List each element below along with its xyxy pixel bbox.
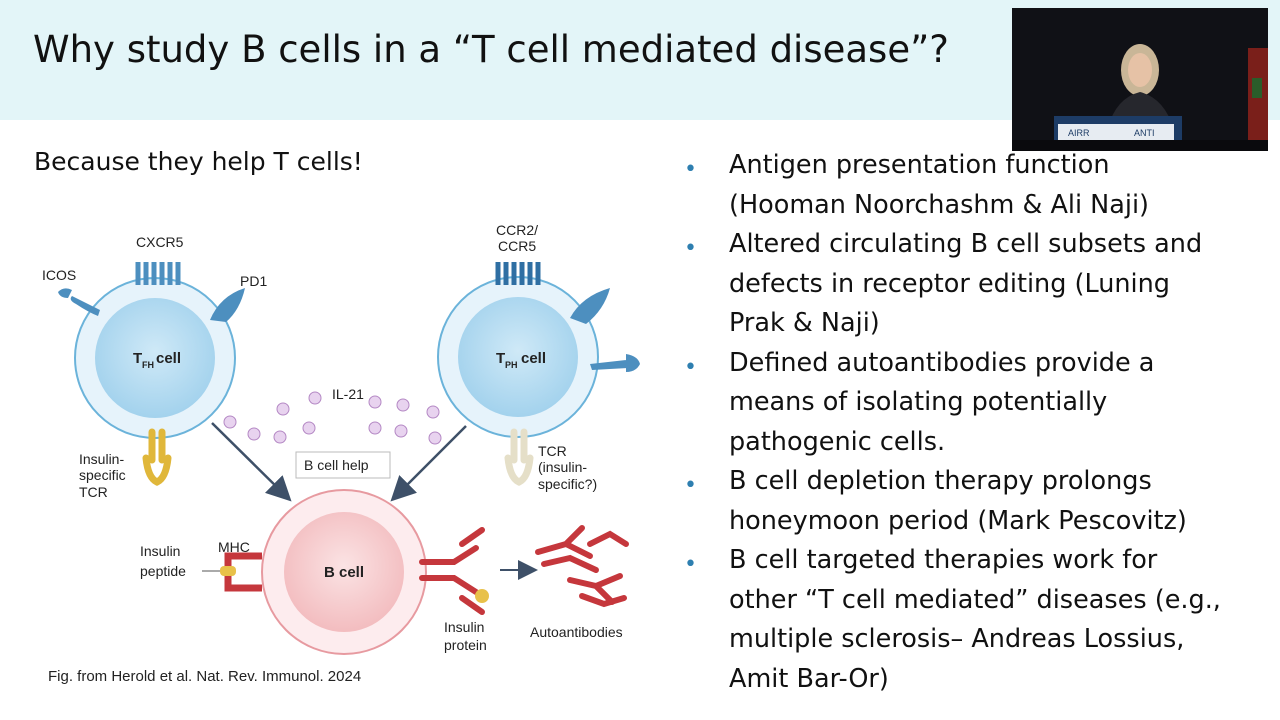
ccr2-ccr5-receptor-icon	[495, 262, 541, 285]
b-cell-help-box	[295, 451, 391, 479]
il21-cytokines	[223, 391, 442, 445]
b-cell: B cell	[261, 489, 427, 655]
tcr-label-3: specific?)	[538, 476, 597, 492]
slide-subtitle: Because they help T cells!	[34, 147, 363, 176]
figure-caption: Fig. from Herold et al. Nat. Rev. Immuno…	[48, 668, 362, 685]
tcr-label-1: TCR	[538, 443, 567, 459]
speaker-video[interactable]: AIRR ANTI	[1012, 8, 1268, 151]
bullet-line: defects in receptor editing (Luning	[729, 268, 1170, 299]
cxcr5-receptor-icon	[135, 262, 181, 285]
insulin-peptide-icon	[220, 566, 236, 576]
cxcr5-label: CXCR5	[136, 234, 184, 250]
insulin-protein-label-1: Insulin	[444, 619, 484, 635]
tfh-cell: T FH cell	[74, 277, 236, 439]
bullet-line: other “T cell mediated” diseases (e.g.,	[729, 584, 1221, 615]
pd1-tph-receptor-icon	[570, 288, 610, 324]
pd1-label: PD1	[240, 273, 267, 289]
ccr2-label-1: CCR2/	[496, 222, 538, 238]
bullet-line: Prak & Naji)	[729, 308, 880, 338]
bullet-line: honeymoon period (Mark Pescovitz)	[729, 505, 1187, 536]
bullet-line: B cell depletion therapy prolongs	[729, 466, 1152, 496]
bullet-dot-icon: •	[684, 236, 697, 261]
insulin-tcr-icon	[142, 428, 172, 486]
bullet-line: B cell targeted therapies work for	[729, 545, 1158, 575]
bullet-line: (Hooman Noorchashm & Ali Naji)	[729, 189, 1149, 220]
bullet-item: • Defined autoantibodies provide a means o…	[680, 344, 1280, 463]
bullet-dot-icon: •	[684, 354, 697, 380]
arrow-tph-to-b	[390, 425, 467, 502]
autoantibody-icon	[535, 525, 629, 608]
insulin-peptide-label-1: Insulin	[140, 543, 180, 559]
insulin-protein-icon	[475, 589, 489, 603]
bullet-dot-icon: •	[684, 157, 697, 182]
mhc-label: MHC	[218, 539, 250, 555]
tph-cell: T PH cell	[437, 276, 599, 438]
slide-title: Why study B cells in a “T cell mediated …	[33, 28, 949, 71]
insulin-tcr-label-3: TCR	[79, 484, 108, 500]
bullet-line: multiple sclerosis– Andreas Lossius,	[729, 624, 1185, 654]
tfh-subscript: FH	[142, 360, 154, 370]
bullet-line: Amit Bar-Or)	[729, 663, 889, 694]
tcr-label-2: (insulin-	[538, 459, 587, 475]
insulin-peptide-label-2: peptide	[140, 563, 186, 579]
icos-label: ICOS	[42, 267, 76, 283]
bullet-list: • Antigen presentation function (Hooman No…	[680, 146, 1280, 699]
podium-text-2: ANTI	[1134, 128, 1155, 138]
bullet-item: • Antigen presentation function (Hooman No…	[680, 146, 1280, 225]
bullet-line: Antigen presentation function	[729, 150, 1110, 180]
insulin-tcr-label-2: specific	[79, 467, 126, 483]
il21-label: IL-21	[332, 386, 364, 402]
podium-text-1: AIRR	[1068, 128, 1090, 138]
tph-label: T	[496, 350, 505, 367]
bullet-item: • Altered circulating B cell subsets and d…	[680, 225, 1280, 344]
bullet-line: means of isolating potentially	[729, 387, 1108, 417]
speaker-face	[1128, 53, 1152, 87]
bullet-item: • B cell depletion therapy prolongs honeym…	[680, 462, 1280, 541]
speaker-video-frame: AIRR ANTI	[1012, 8, 1268, 151]
bullet-dot-icon: •	[684, 473, 697, 498]
ccr2-label-2: CCR5	[498, 238, 536, 254]
bullet-dot-icon: •	[684, 552, 697, 577]
insulin-tcr-label-1: Insulin-	[79, 451, 124, 467]
tph-subscript: PH	[505, 360, 518, 370]
autoantibodies-label: Autoantibodies	[530, 624, 623, 640]
b-cell-label: B cell	[324, 564, 364, 581]
bullet-line: Altered circulating B cell subsets and	[729, 229, 1203, 259]
icos-receptor-icon	[58, 288, 100, 316]
tfh-cell-word: cell	[156, 350, 181, 367]
bcr-icon	[419, 527, 485, 615]
bullet-line: pathogenic cells.	[729, 426, 946, 457]
tph-cell-word: cell	[521, 350, 546, 367]
insulin-protein-label-2: protein	[444, 637, 487, 653]
b-cell-help-figure: T FH cell CXCR5 ICOS PD1 Insulin- specif…	[42, 222, 640, 655]
icos-tph-receptor-icon	[590, 354, 640, 372]
b-cell-help-label: B cell help	[304, 457, 369, 473]
tcr-tph-icon	[504, 428, 534, 486]
pd1-receptor-icon	[210, 288, 245, 322]
tfh-label: T	[133, 350, 142, 367]
arrow-tfh-to-b	[211, 422, 292, 502]
bullet-line: Defined autoantibodies provide a	[729, 347, 1155, 378]
bullet-item: • B cell targeted therapies work for other…	[680, 541, 1280, 699]
